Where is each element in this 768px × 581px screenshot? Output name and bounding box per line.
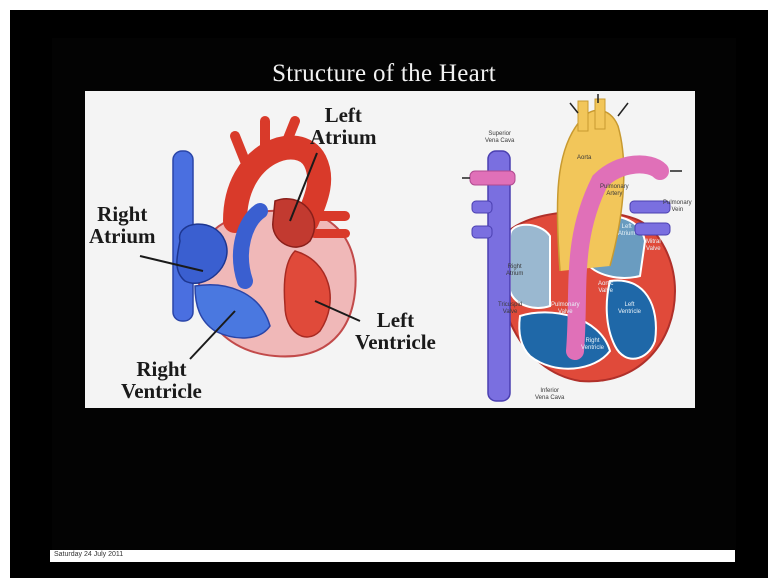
label-schematic-left-atrium: Left Atrium — [618, 224, 635, 238]
schematic-pulmonary-vein-2 — [635, 223, 670, 235]
label-left-ventricle: Left Ventricle — [355, 309, 436, 353]
label-inferior-vena-cava: Inferior Vena Cava — [535, 388, 564, 402]
label-aortic-valve: Aortic Valve — [598, 281, 613, 295]
label-superior-vena-cava: Superior Vena Cava — [485, 131, 514, 145]
footer-date: Saturday 24 July 2011 — [54, 551, 123, 558]
arrow-icon — [570, 103, 578, 113]
label-schematic-right-atrium: Right Atrium — [506, 264, 523, 278]
label-mitral-valve: Mitral Valve — [646, 239, 661, 253]
arrow-icon — [618, 103, 628, 116]
label-left-atrium: Left Atrium — [310, 104, 377, 148]
schematic-aorta-branch-1 — [578, 101, 588, 131]
label-pulmonary-vein: Pulmonary Vein — [663, 200, 692, 214]
slide-footer: Saturday 24 July 2011 — [50, 550, 735, 562]
label-pulmonary-artery: Pulmonary Artery — [600, 184, 629, 198]
schematic-pulmonary-vein-3 — [472, 201, 492, 213]
pulmonary-vein-lower — [310, 229, 350, 238]
label-right-ventricle: Right Ventricle — [121, 358, 202, 402]
diagram-panel: Left Atrium Right Atrium Left Ventricle … — [85, 91, 695, 408]
slide-title: Structure of the Heart — [0, 60, 768, 88]
label-tricuspid-valve: Tricuspid Valve — [498, 302, 522, 316]
label-schematic-right-ventricle: Right Ventricle — [581, 338, 604, 352]
schematic-pulmonary-vein-4 — [472, 226, 492, 238]
schematic-aorta-branch-2 — [595, 99, 605, 129]
label-pulmonary-valve: Pulmonary Valve — [551, 302, 580, 316]
label-aorta: Aorta — [577, 155, 591, 162]
schematic-pulmonary-artery-left-branch — [470, 171, 515, 185]
label-right-atrium: Right Atrium — [89, 203, 156, 247]
aorta-branch-1 — [235, 136, 245, 161]
label-schematic-left-ventricle: Left Ventricle — [618, 302, 641, 316]
